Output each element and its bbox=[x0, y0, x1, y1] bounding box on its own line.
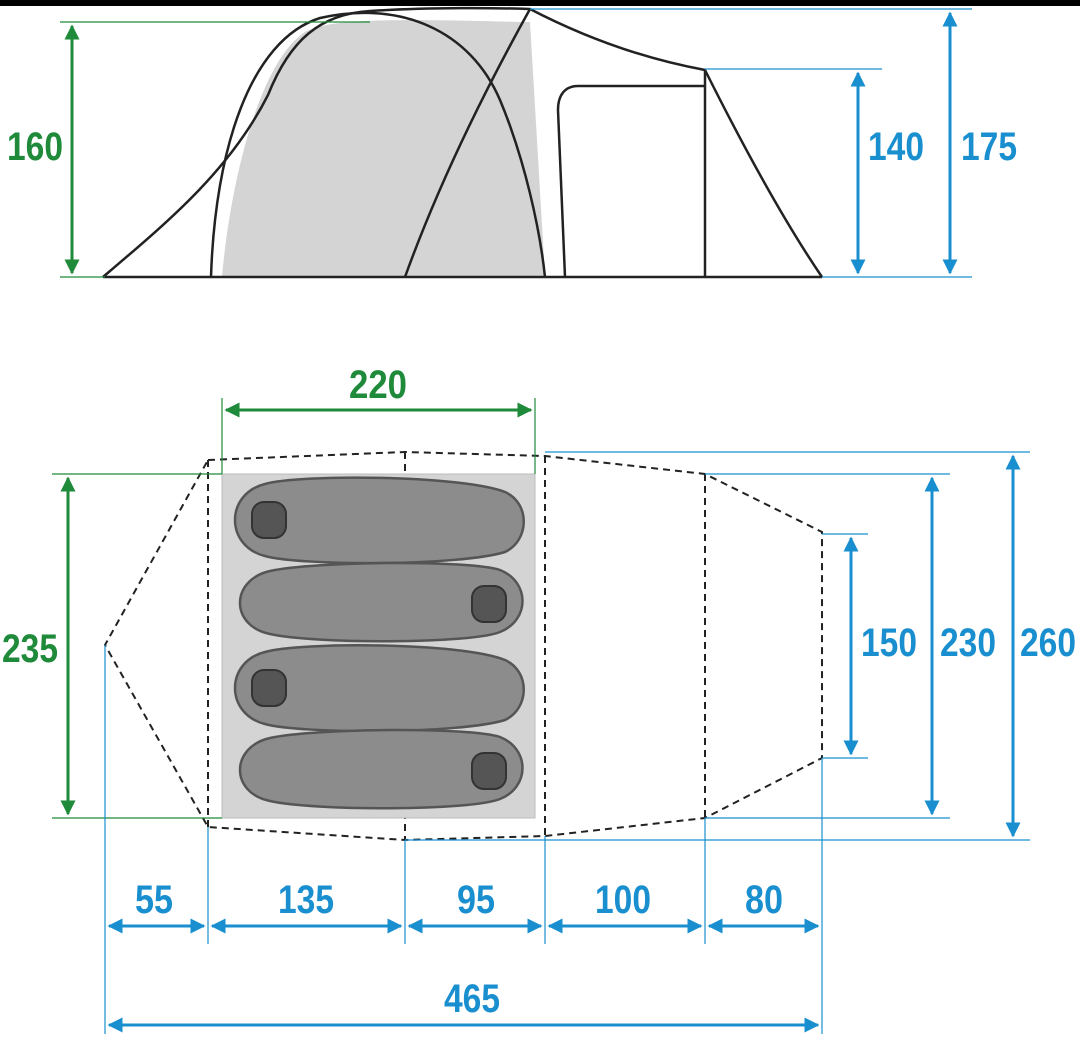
label-segment-2: 135 bbox=[278, 878, 334, 922]
sleeping-bag-3 bbox=[233, 644, 525, 733]
sleeping-bag-2 bbox=[238, 561, 524, 643]
top-flysheet-outline bbox=[103, 450, 823, 842]
label-inner-width: 235 bbox=[2, 627, 58, 671]
label-mid-width: 230 bbox=[940, 621, 996, 665]
label-total-length: 465 bbox=[444, 977, 500, 1021]
sleeping-bag-4 bbox=[238, 728, 524, 810]
label-total-height: 175 bbox=[961, 125, 1017, 169]
label-vestibule-height: 140 bbox=[868, 125, 924, 169]
side-rear-pole bbox=[403, 8, 532, 278]
sleeping-bag-1 bbox=[233, 476, 525, 565]
pillow-icon bbox=[471, 585, 507, 623]
label-segment-3: 95 bbox=[457, 878, 495, 922]
pillow-icon bbox=[251, 669, 287, 707]
pillow-icon bbox=[471, 752, 507, 790]
pillow-icon bbox=[251, 501, 287, 539]
side-view: 160 140 175 bbox=[7, 6, 1017, 279]
label-inner-height: 160 bbox=[7, 125, 63, 169]
label-inner-length: 220 bbox=[349, 363, 407, 407]
side-inner-tent bbox=[222, 20, 545, 276]
side-door-panel bbox=[556, 84, 705, 278]
label-segment-1: 55 bbox=[135, 878, 173, 922]
label-segment-4: 100 bbox=[595, 878, 651, 922]
top-edge-bar bbox=[0, 0, 1080, 6]
side-front-pole bbox=[209, 11, 547, 278]
top-view: 220 235 150 230 260 55 135 95 100 80 465 bbox=[2, 363, 1076, 1034]
label-total-width: 260 bbox=[1020, 621, 1076, 665]
label-segment-5: 80 bbox=[745, 878, 783, 922]
label-vestibule-width: 150 bbox=[861, 621, 917, 665]
side-flysheet-outline bbox=[102, 6, 824, 278]
